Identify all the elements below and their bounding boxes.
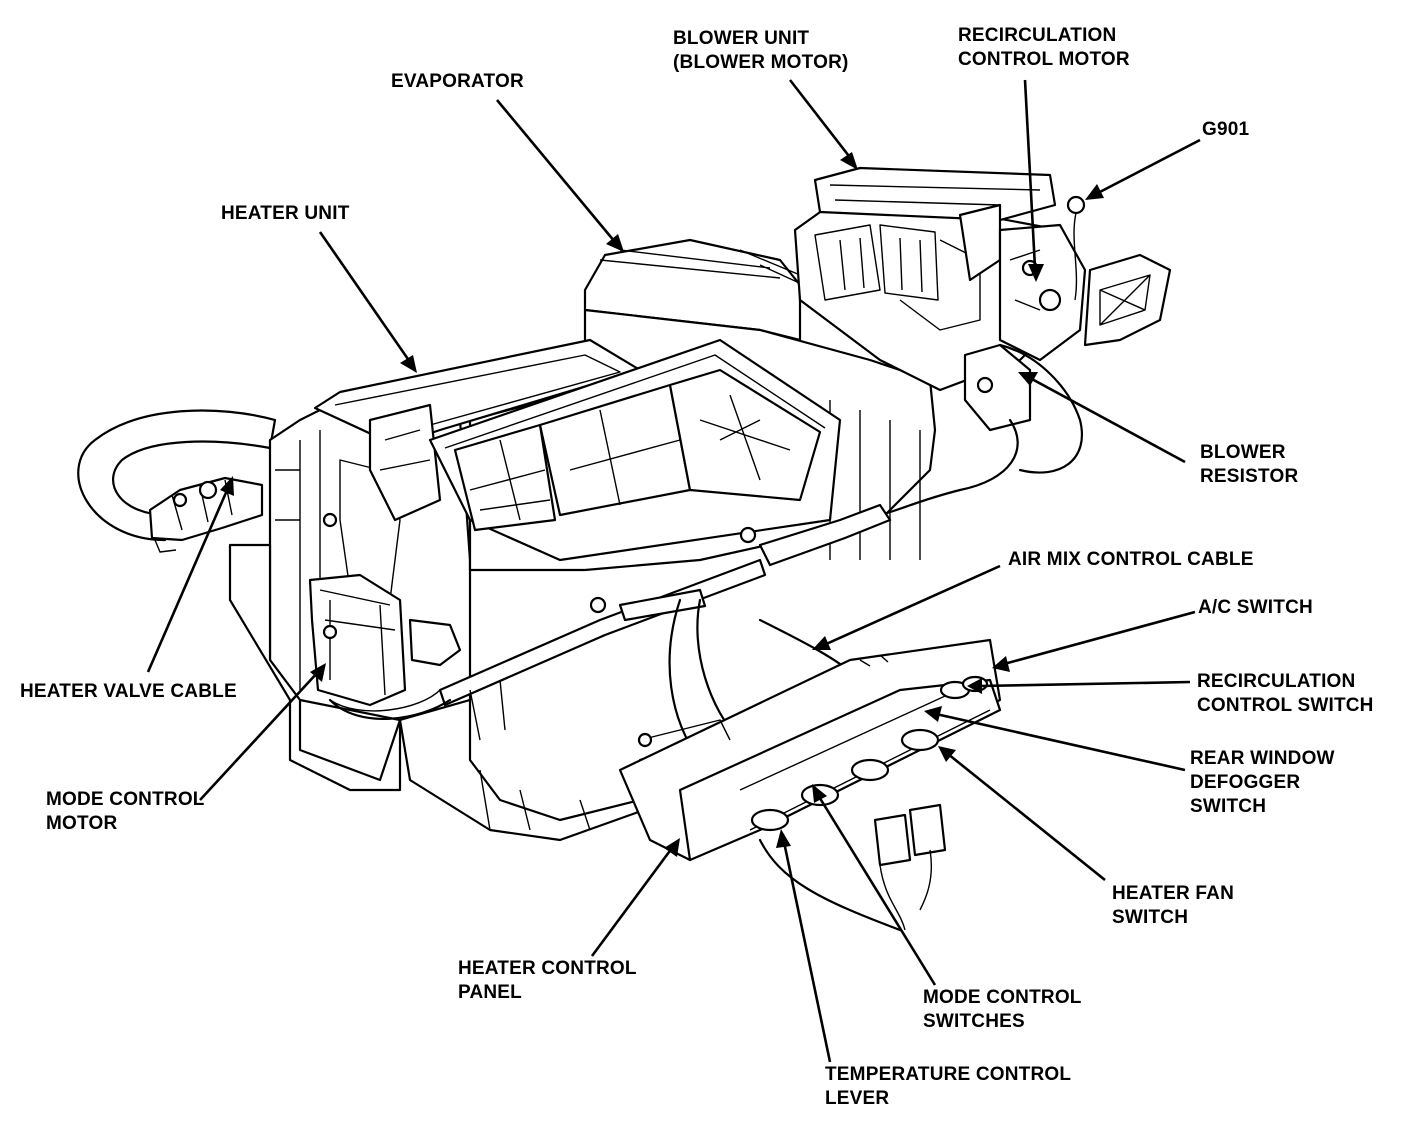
label-g901: G901: [1202, 119, 1250, 140]
refrigerant-pipes: [438, 503, 892, 741]
label-rear-window-defogger-switch: REAR WINDOW DEFOGGER SWITCH: [1190, 748, 1335, 817]
g901-ground-terminal: [1066, 195, 1086, 301]
mode-control-motor: [308, 573, 462, 712]
mounting-bracket: [1083, 253, 1172, 347]
heater-inlet-frame: [313, 338, 642, 522]
heater-valve: [148, 476, 264, 553]
blower-unit: [793, 166, 1062, 392]
label-heater-control-panel: HEATER CONTROL PANEL: [458, 958, 637, 1003]
label-mode-control-motor: MODE CONTROL MOTOR: [46, 789, 205, 834]
panel-connector: [758, 803, 947, 932]
label-evaporator: EVAPORATOR: [391, 71, 524, 92]
label-blower-unit: BLOWER UNIT (BLOWER MOTOR): [673, 28, 849, 73]
label-mode-control-switches: MODE CONTROL SWITCHES: [923, 987, 1082, 1032]
label-heater-fan-switch: HEATER FAN SWITCH: [1112, 883, 1234, 928]
leader-lines: [146, 79, 1201, 1063]
recirculation-control-motor-part: [998, 223, 1087, 362]
blower-resistor-part: [878, 343, 1083, 517]
heater-hose-left: [77, 409, 277, 542]
heater-control-panel-part: [618, 638, 1002, 862]
label-blower-resistor: BLOWER RESISTOR: [1200, 442, 1299, 487]
label-ac-switch: A/C SWITCH: [1198, 597, 1313, 618]
label-heater-valve-cable: HEATER VALVE CABLE: [20, 681, 237, 702]
label-recirculation-control-switch: RECIRCULATION CONTROL SWITCH: [1197, 671, 1374, 716]
label-temperature-control-lever: TEMPERATURE CONTROL LEVER: [825, 1064, 1072, 1109]
label-heater-unit: HEATER UNIT: [221, 203, 350, 224]
center-duct-box: [428, 338, 842, 562]
label-air-mix-control-cable: AIR MIX CONTROL CABLE: [1008, 549, 1254, 570]
label-recirculation-control-motor: RECIRCULATION CONTROL MOTOR: [958, 25, 1130, 70]
